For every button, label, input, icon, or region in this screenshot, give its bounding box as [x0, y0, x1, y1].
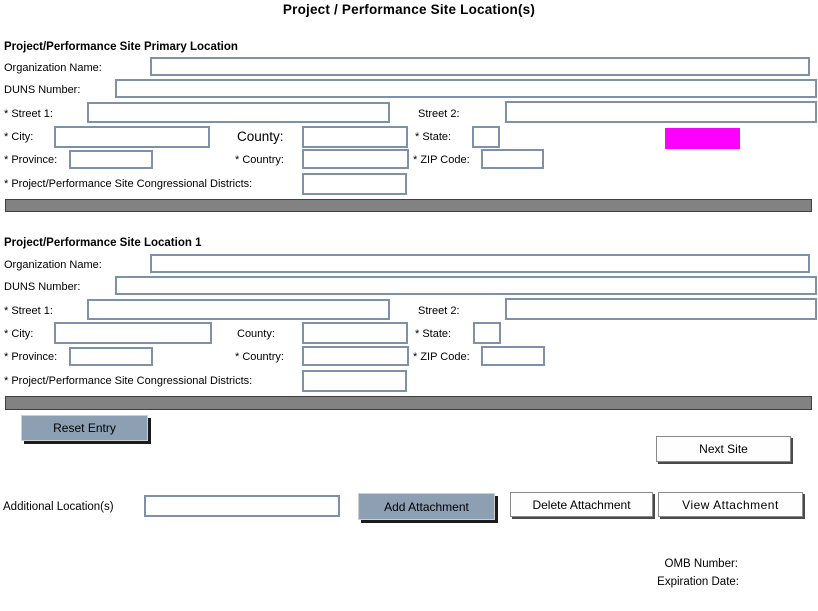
- state-label: * State:: [415, 131, 452, 143]
- zip-code-input-primary[interactable]: [481, 149, 544, 169]
- duns-number-input-loc1[interactable]: [115, 276, 817, 295]
- county-input-loc1[interactable]: [302, 322, 408, 344]
- next-site-button[interactable]: Next Site: [656, 436, 791, 462]
- country-input-loc1[interactable]: [302, 346, 409, 366]
- omb-number-label: OMB Number:: [664, 558, 739, 570]
- street1-input-loc1[interactable]: [87, 299, 390, 320]
- reset-entry-button[interactable]: Reset Entry: [21, 415, 148, 441]
- province-input-loc1[interactable]: [69, 347, 153, 366]
- country-label: * Country:: [235, 154, 284, 166]
- duns-number-label: DUNS Number:: [4, 84, 81, 96]
- org-name-label: Organization Name:: [4, 259, 102, 271]
- country-label: * Country:: [235, 351, 284, 363]
- view-attachment-button[interactable]: View Attachment: [658, 492, 803, 517]
- street2-input-primary[interactable]: [505, 101, 817, 123]
- city-label: * City:: [4, 131, 34, 143]
- street2-label: Street 2:: [418, 305, 460, 317]
- county-input-primary[interactable]: [302, 126, 408, 148]
- duns-number-label: DUNS Number:: [4, 281, 81, 293]
- country-input-primary[interactable]: [302, 149, 409, 169]
- highlight-box: [665, 128, 740, 149]
- zip-code-label: * ZIP Code:: [413, 351, 470, 363]
- congressional-districts-label: * Project/Performance Site Congressional…: [4, 178, 253, 190]
- city-input-loc1[interactable]: [54, 322, 212, 344]
- additional-locations-label: Additional Location(s): [3, 501, 114, 513]
- street2-label: Street 2:: [418, 108, 460, 120]
- province-label: * Province:: [4, 154, 58, 166]
- zip-code-input-loc1[interactable]: [481, 346, 545, 366]
- street1-label: * Street 1:: [4, 108, 53, 120]
- city-input-primary[interactable]: [54, 126, 210, 148]
- section-divider-bar: [5, 199, 812, 212]
- street1-input-primary[interactable]: [87, 102, 390, 123]
- expiration-date-label: Expiration Date:: [657, 576, 739, 588]
- county-label: County:: [237, 328, 275, 340]
- county-label: County:: [237, 129, 284, 144]
- add-attachment-button[interactable]: Add Attachment: [358, 493, 495, 520]
- street1-label: * Street 1:: [4, 305, 53, 317]
- org-name-label: Organization Name:: [4, 62, 102, 74]
- state-label: * State:: [415, 328, 452, 340]
- duns-number-input-primary[interactable]: [115, 79, 817, 98]
- additional-locations-attachment-input[interactable]: [144, 495, 340, 517]
- province-label: * Province:: [4, 351, 58, 363]
- congressional-districts-label: * Project/Performance Site Congressional…: [4, 375, 253, 387]
- section-divider-bar: [5, 396, 812, 410]
- page-title: Project / Performance Site Location(s): [282, 2, 536, 17]
- congressional-districts-input-loc1[interactable]: [302, 370, 407, 392]
- section-header-location-1: Project/Performance Site Location 1: [4, 237, 202, 249]
- zip-code-label: * ZIP Code:: [413, 154, 470, 166]
- delete-attachment-button[interactable]: Delete Attachment: [510, 492, 653, 517]
- org-name-input-loc1[interactable]: [150, 254, 810, 273]
- org-name-input-primary[interactable]: [150, 57, 810, 76]
- street2-input-loc1[interactable]: [505, 298, 817, 320]
- congressional-districts-input-primary[interactable]: [302, 173, 407, 195]
- state-input-primary[interactable]: [472, 126, 500, 148]
- state-input-loc1[interactable]: [473, 322, 501, 344]
- city-label: * City:: [4, 328, 34, 340]
- section-header-primary-location: Project/Performance Site Primary Locatio…: [4, 41, 238, 53]
- province-input-primary[interactable]: [69, 150, 153, 169]
